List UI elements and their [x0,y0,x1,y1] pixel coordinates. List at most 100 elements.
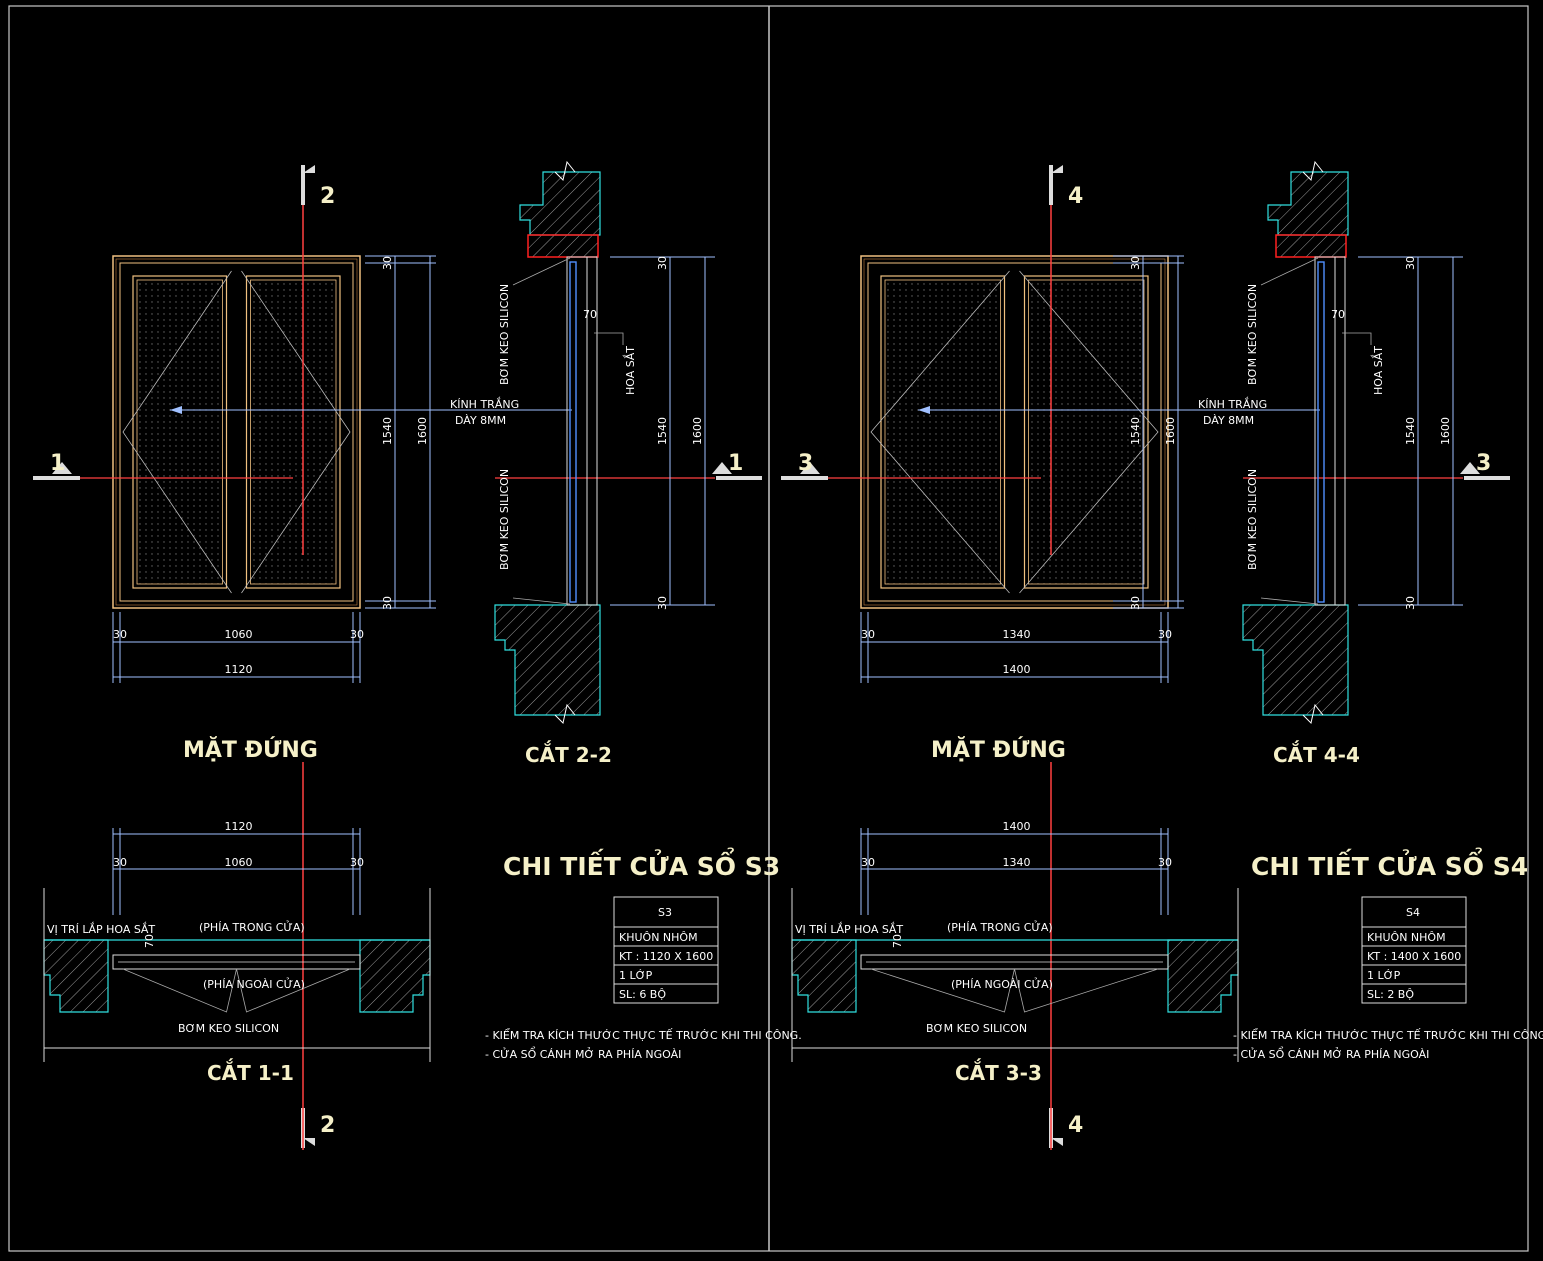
title-detail: CHI TIẾT CỬA SỔ S4 [1251,846,1528,881]
lintel-highlight [527,234,599,258]
window-outer-frame [112,255,361,609]
plan-dim-glass-width: 1340 [1003,856,1031,869]
section-marker-arrow [303,1138,315,1146]
glass-leader-arrow [170,406,182,414]
spec-table-cell: SL: 6 BỘ [619,988,666,1001]
plan-dim-frame-width: 1120 [225,820,253,833]
spec-table-cell: KHUÔN NHÔM [1367,931,1446,944]
wall-section-bottom [1242,604,1349,716]
section-marker-label-left: 1 [50,451,65,476]
plan-dim-offset: 70 [891,934,904,948]
leader [512,597,571,605]
section-marker-arrow-right [1460,462,1480,474]
dim-section-frame-height: 1600 [1439,417,1452,445]
leader [1260,597,1319,605]
label-silicone-plan: BƠM KEO SILICON [178,1022,279,1035]
window-inner-frame [867,262,1162,602]
plan-swing-left [122,968,237,1013]
dim-section-border-top: 30 [656,256,669,270]
section-marker-label-left: 3 [798,451,813,476]
glass-leader-arrow [918,406,930,414]
window-inner-frame [119,262,354,602]
leader [594,332,624,345]
title-section-vertical: CẮT 2-2 [525,741,612,767]
label-outside: (PHÍA NGOÀI CỬA) [203,977,305,991]
spec-table-border [1361,896,1467,1004]
spec-table-cell: S3 [658,906,672,919]
leader [512,257,571,286]
section-marker-arrow-left [52,462,72,474]
plan-dim-border-left: 30 [113,856,127,869]
sash-frame [132,275,228,589]
title-detail: CHI TIẾT CỬA SỔ S3 [503,846,780,881]
frame-section [566,256,598,606]
dim-border-top: 30 [1129,256,1142,270]
label-iron-position: VỊ TRÍ LẮP HOA SẮT [47,922,155,936]
opening-line-left [122,270,232,594]
wall-section-bottom [494,604,601,716]
section-marker-arrow [303,165,315,173]
label-silicone-bottom: BƠM KEO SILICON [498,469,511,570]
dim-glass-width: 1340 [1003,628,1031,641]
dim-frame-width: 1400 [1003,663,1031,676]
spec-table-border [613,896,719,1004]
dim-offset: 70 [1331,308,1345,321]
break-line-bottom [554,703,576,724]
plan-dim-border-left: 30 [861,856,875,869]
label-iron: HOA SẮT [1371,346,1385,395]
label-glass: KÍNH TRẮNG [1198,397,1267,411]
dim-frame-width: 1120 [225,663,253,676]
wall-section-top [519,171,601,236]
dim-glass-height: 1540 [1129,417,1142,445]
glass-pane [1028,279,1145,585]
title-elevation: MẶT ĐỨNG [183,736,318,763]
break-line-top [1302,160,1324,181]
glass-section [1317,261,1325,603]
dim-section-border-bottom: 30 [1404,596,1417,610]
label-outside: (PHÍA NGOÀI CỬA) [951,977,1053,991]
spec-table-cell: SL: 2 BỘ [1367,988,1414,1001]
label-silicone-bottom: BƠM KEO SILICON [1246,469,1259,570]
window-outer-frame [860,255,1169,609]
dim-border-bottom: 30 [381,596,394,610]
glass-pane [136,279,223,585]
label-iron: HOA SẮT [623,346,637,395]
section-marker-arrow-right [712,462,732,474]
plan-dim-glass-width: 1060 [225,856,253,869]
dim-frame-height: 1600 [1164,417,1177,445]
plan-swing-left [870,968,1015,1013]
title-elevation: MẶT ĐỨNG [931,736,1066,763]
dim-border-right: 30 [350,628,364,641]
section-marker-label: 4 [1068,184,1083,209]
label-silicone-top: BƠM KEO SILICON [1246,284,1259,385]
dim-border-left: 30 [861,628,875,641]
label-glass-thickness: DÀY 8MM [455,414,506,427]
plan-dim-border-right: 30 [1158,856,1172,869]
sash-frame [245,275,341,589]
dim-section-frame-height: 1600 [691,417,704,445]
title-section-vertical: CẮT 4-4 [1273,741,1360,767]
plan-wall-right [1167,939,1239,1013]
glass-pane [250,279,337,585]
label-iron-position: VỊ TRÍ LẮP HOA SẮT [795,922,903,936]
section-marker-label: 2 [320,1113,335,1138]
window-frame-line [863,258,1166,606]
dim-border-left: 30 [113,628,127,641]
section-marker-arrow-left [800,462,820,474]
dim-border-bottom: 30 [1129,596,1142,610]
opening-line-left [870,270,1010,594]
lintel-highlight [1275,234,1347,258]
plan-dim-offset: 70 [143,934,156,948]
spec-table-cell: S4 [1406,906,1420,919]
dim-border-top: 30 [381,256,394,270]
section-marker-label-right: 1 [728,451,743,476]
label-glass-thickness: DÀY 8MM [1203,414,1254,427]
plan-wall-left [43,939,109,1013]
sash-frame [1023,275,1149,589]
wall-section-top [1267,171,1349,236]
